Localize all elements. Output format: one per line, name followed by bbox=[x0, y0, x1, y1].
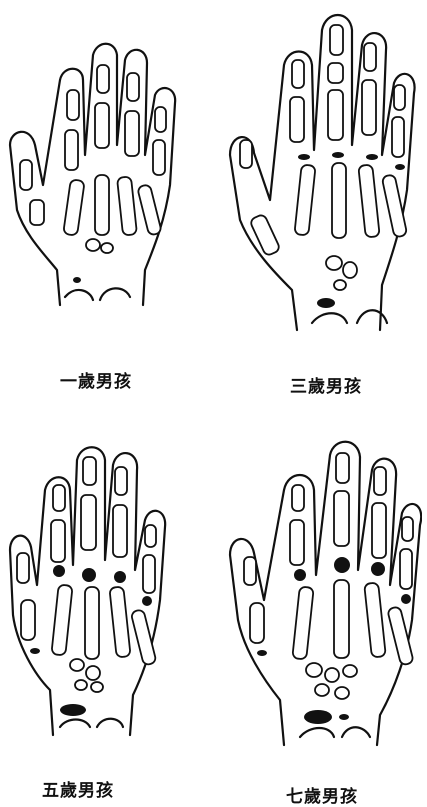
hand-panel-age-5 bbox=[5, 435, 205, 745]
hand-panel-age-3 bbox=[222, 5, 422, 340]
panel-caption-age-3: 三歲男孩 bbox=[290, 372, 362, 397]
metacarpals bbox=[51, 584, 156, 665]
hand-outline bbox=[230, 15, 415, 330]
hand-xray-sketch-age-1 bbox=[5, 35, 205, 325]
finger-bones bbox=[240, 25, 405, 257]
hand-outline bbox=[230, 442, 421, 745]
panel-caption-age-1: 一歲男孩 bbox=[60, 367, 132, 392]
hand-outline bbox=[10, 44, 175, 305]
panel-caption-age-5: 五歲男孩 bbox=[42, 776, 114, 801]
hand-xray-sketch-age-7 bbox=[222, 435, 422, 755]
metacarpals bbox=[292, 580, 414, 666]
panel-caption-age-7: 七歲男孩 bbox=[286, 782, 358, 807]
hand-xray-sketch-age-3 bbox=[222, 5, 422, 340]
hand-xray-sketch-age-5 bbox=[5, 435, 205, 745]
hand-panel-age-7 bbox=[222, 435, 422, 755]
hand-panel-age-1 bbox=[5, 35, 205, 325]
metacarpals bbox=[63, 175, 162, 236]
metacarpals bbox=[294, 163, 407, 238]
